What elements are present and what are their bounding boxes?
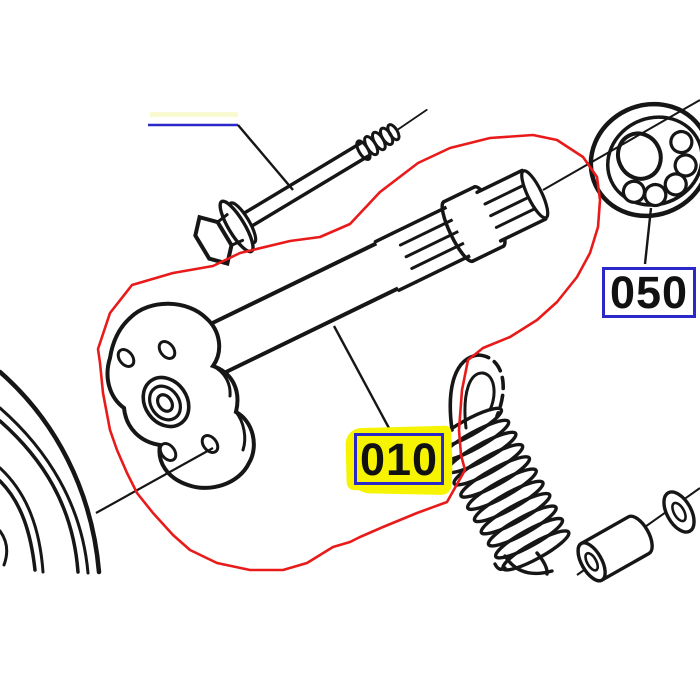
leader-line-bearing [643, 207, 653, 265]
washer [662, 490, 696, 534]
tension-spring [432, 353, 571, 576]
mounting-flange [105, 301, 256, 490]
callout-050-label: 050 [609, 267, 689, 318]
hex-bolt [193, 108, 428, 266]
pulley [0, 369, 102, 575]
selection-outline [96, 133, 602, 572]
callout-050[interactable]: 050 [602, 267, 696, 318]
spacer-bushing [576, 514, 654, 583]
leader-line-bolt [237, 124, 294, 191]
ball-bearing [588, 101, 700, 219]
leader-line-shaft [332, 325, 392, 431]
callout-010[interactable]: 010 [354, 433, 444, 485]
axis-line-shaft-bearing [542, 99, 700, 191]
callout-010-label: 010 [359, 433, 439, 485]
cropped-highlight-remnant [150, 112, 238, 117]
cropped-callout-underline [148, 112, 238, 127]
leader-line-flange-pulley [95, 447, 214, 514]
shaft-assembly [195, 168, 550, 378]
